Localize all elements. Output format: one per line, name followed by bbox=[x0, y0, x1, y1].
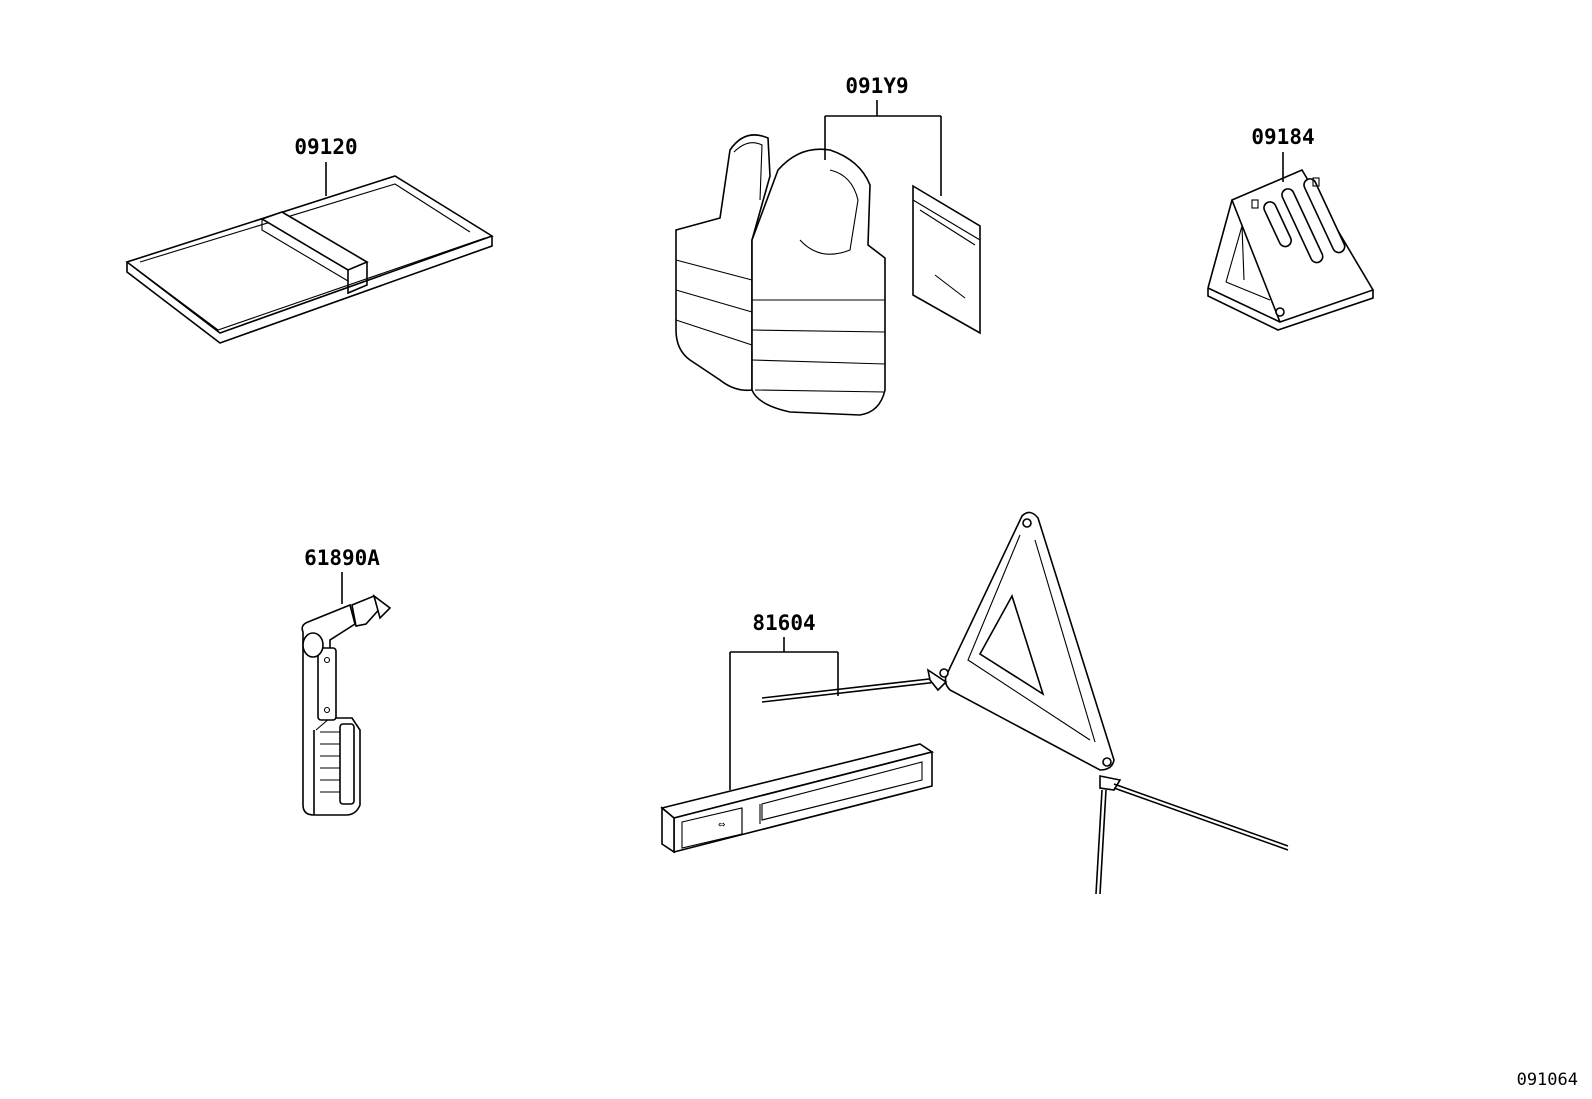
part-label-61890a: 61890A bbox=[304, 546, 380, 570]
tool-roll-illustration bbox=[125, 175, 494, 344]
safety-vest-illustration bbox=[675, 134, 981, 416]
part-label-09184: 09184 bbox=[1251, 125, 1314, 149]
triangle-case-illustration: ⇔ bbox=[660, 743, 934, 854]
warning-triangle-illustration bbox=[761, 511, 1289, 895]
leader-091y9 bbox=[824, 100, 942, 196]
part-label-81604: 81604 bbox=[752, 611, 815, 635]
emergency-hammer-illustration bbox=[301, 593, 392, 816]
part-label-091y9: 091Y9 bbox=[845, 74, 908, 98]
wheel-chock-illustration bbox=[1207, 168, 1375, 331]
svg-text:⇔: ⇔ bbox=[718, 817, 725, 831]
figure-reference-number: 091064 bbox=[1517, 1070, 1578, 1090]
leader-81604 bbox=[729, 637, 839, 790]
part-label-09120: 09120 bbox=[294, 135, 357, 159]
